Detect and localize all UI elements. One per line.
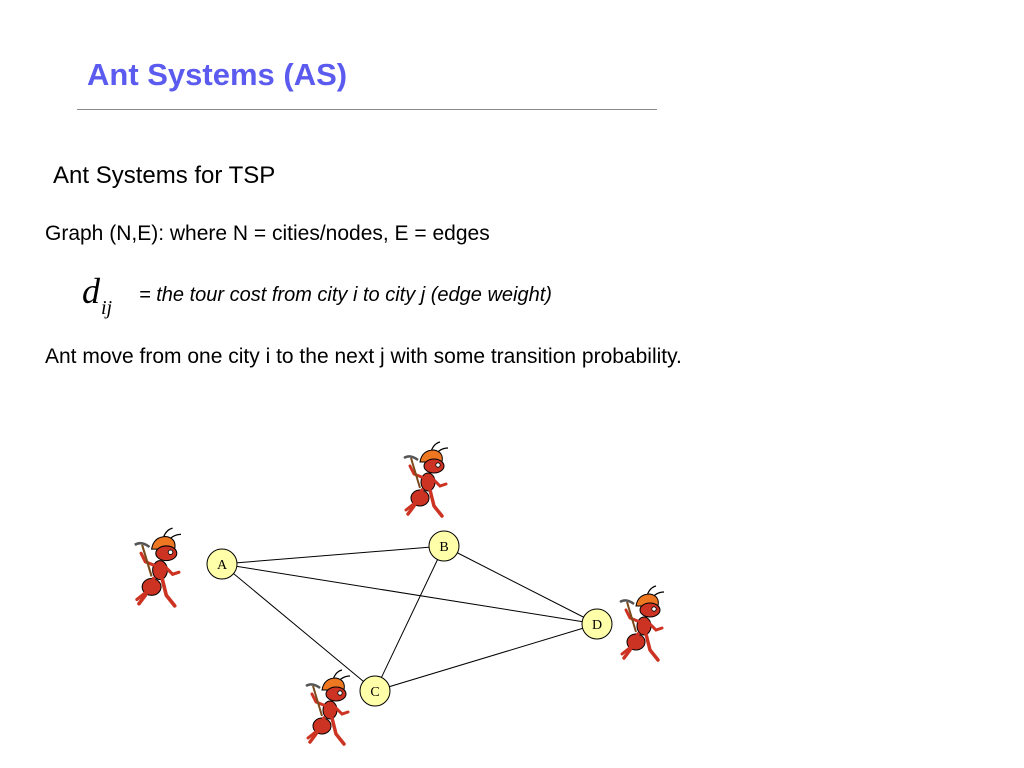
formula-description: = the tour cost from city i to city j (e… — [139, 284, 552, 306]
ant-icon — [132, 526, 183, 608]
node-b-label: B — [439, 540, 448, 555]
node-a: A — [206, 548, 238, 580]
edge-c-d — [374, 623, 598, 692]
transition-text: Ant move from one city i to the next j w… — [45, 345, 682, 368]
edge-b-d — [443, 545, 598, 625]
slide-title: Ant Systems (AS) — [87, 57, 348, 92]
node-c: C — [359, 675, 391, 707]
graph-definition-text: Graph (N,E): where N = cities/nodes, E =… — [45, 222, 490, 245]
node-a-label: A — [217, 558, 228, 573]
ant-icon — [304, 668, 352, 746]
edge-b-c — [374, 545, 445, 692]
edge-a-d — [221, 563, 598, 625]
edge-a-c — [221, 563, 376, 692]
title-divider — [77, 109, 657, 110]
ant-icon — [402, 440, 450, 518]
node-d-label: D — [592, 618, 602, 633]
ant-icons — [132, 440, 666, 746]
edge-a-b — [221, 545, 445, 565]
ant-icon — [618, 584, 666, 662]
node-b: B — [428, 530, 460, 562]
graph-edges — [221, 545, 598, 692]
node-c-label: C — [370, 685, 379, 700]
formula-symbol: d — [82, 271, 100, 311]
graph-nodes: A B C D — [206, 530, 613, 707]
slide-subtitle: Ant Systems for TSP — [53, 162, 276, 189]
node-d: D — [581, 608, 613, 640]
formula-subscript: ij — [101, 297, 113, 319]
